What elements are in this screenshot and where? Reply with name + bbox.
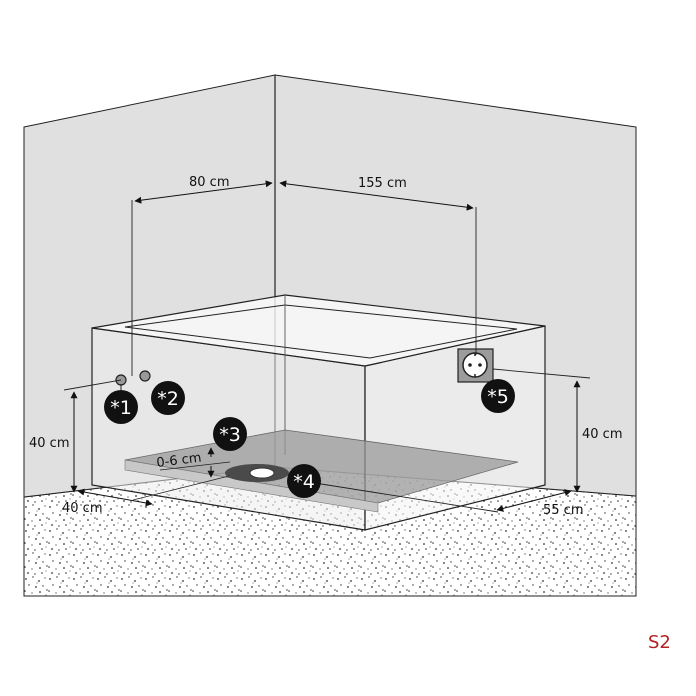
variant-code: S2 <box>648 632 671 653</box>
marker-5-label: *5 <box>487 386 509 408</box>
marker-1-label: *1 <box>110 397 132 419</box>
dimension-top-right: 155 cm <box>279 176 477 355</box>
marker-2: *2 <box>151 381 185 415</box>
dimension-left-height: 40 cm <box>29 379 122 493</box>
dimension-label-floor-left: 40 cm <box>62 501 103 516</box>
dimension-label-drain-height: 0-6 cm <box>156 451 203 471</box>
marker-2-label: *2 <box>157 388 179 410</box>
marker-3: *3 <box>213 417 247 451</box>
dimension-right-height: 40 cm <box>492 368 623 493</box>
tub-top-rim <box>91 294 546 367</box>
dimension-top-left: 80 cm <box>131 175 273 376</box>
power-socket-icon <box>457 348 494 383</box>
drain-icon <box>225 464 289 482</box>
marker-4: *4 <box>287 464 321 498</box>
dimension-label-right-height: 40 cm <box>582 427 623 442</box>
dimension-label-floor-right: 55 cm <box>543 503 584 518</box>
dimension-floor-left: 40 cm <box>62 475 230 516</box>
marker-3-label: *3 <box>219 424 241 446</box>
tub-top-inner <box>124 304 518 359</box>
marker-5: *5 <box>481 379 515 413</box>
dimension-label-top-right: 155 cm <box>358 176 407 191</box>
dimension-drain-height: 0-6 cm <box>156 447 231 478</box>
dimension-label-left-height: 40 cm <box>29 436 70 451</box>
marker-1: *1 <box>104 384 138 424</box>
dimension-floor-right: 55 cm <box>295 479 584 518</box>
marker-4-label: *4 <box>293 471 315 493</box>
dimension-label-top-left: 80 cm <box>189 175 230 190</box>
